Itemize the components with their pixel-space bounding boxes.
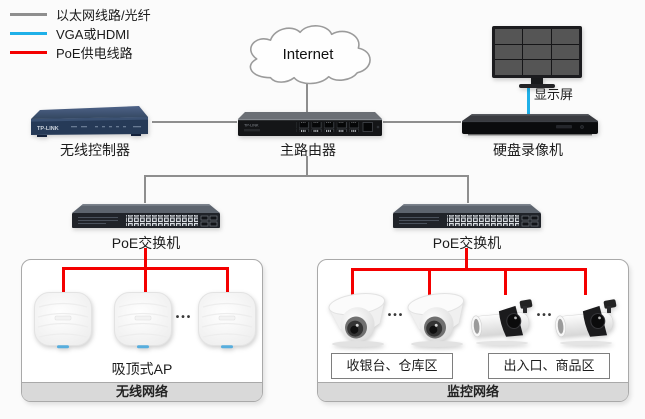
dome-camera-image: [325, 292, 395, 348]
poe-drop-ap3: [226, 267, 229, 293]
poe-switch-left-label: PoE交换机: [111, 235, 181, 251]
internet-cloud: Internet: [234, 22, 382, 88]
poe-trunk-right: [465, 248, 468, 271]
internet-label: Internet: [282, 46, 334, 63]
ceiling-ap-image: [33, 291, 93, 351]
link-bus-switch-right: [467, 175, 469, 203]
legend-item-ethernet: 以太网线路/光纤: [10, 7, 151, 23]
wireless-controller-image: TP-LINK: [27, 105, 155, 139]
ceiling-ap-image: [113, 291, 173, 351]
poe-drop-bullet1: [504, 268, 507, 295]
cloud-icon: [249, 25, 371, 85]
link-display-nvr: [527, 86, 530, 116]
more-aps-ellipsis: •••: [175, 312, 193, 323]
vga-hdmi-line-swatch: [10, 32, 47, 35]
surveillance-zone-bar: 监控网络: [318, 382, 628, 401]
ethernet-line-swatch: [10, 13, 47, 16]
more-bullet-cameras-ellipsis: •••: [536, 310, 554, 321]
legend-label: 以太网线路/光纤: [56, 8, 151, 23]
legend-item-vga-hdmi: VGA或HDMI: [10, 26, 151, 42]
bullet-camera-image: [470, 298, 536, 346]
poe-drop-dome1: [351, 268, 354, 295]
ceiling-ap-label: 吸顶式AP: [111, 361, 173, 377]
legend-label: PoE供电线路: [56, 46, 133, 61]
dome-camera-image: [404, 292, 474, 348]
main-router-image: TP-LINK: [236, 109, 384, 139]
bullet-area-label-box: 出入口、商品区: [488, 353, 610, 379]
link-bus-switch-left: [144, 175, 146, 203]
legend: 以太网线路/光纤 VGA或HDMI PoE供电线路: [10, 7, 151, 61]
poe-trunk-left: [144, 248, 147, 292]
nvr-label: 硬盘录像机: [493, 142, 563, 158]
poe-switch-right-image: [389, 201, 545, 231]
link-controller-router: [152, 121, 237, 123]
wireless-controller-label: 无线控制器: [60, 142, 130, 158]
poe-drop-ap1: [62, 267, 65, 293]
link-internet-router: [306, 80, 308, 113]
ceiling-ap-image: [197, 291, 257, 351]
poe-switch-right-label: PoE交换机: [432, 235, 502, 251]
poe-bus-left: [62, 267, 229, 270]
display-monitor-image: [492, 26, 582, 88]
dome-area-label-box: 收银台、仓库区: [331, 353, 453, 379]
legend-item-poe: PoE供电线路: [10, 45, 151, 61]
poe-drop-bullet2: [584, 268, 587, 295]
wireless-zone-bar: 无线网络: [22, 382, 262, 401]
bullet-camera-image: [554, 298, 620, 346]
poe-bus-right: [351, 268, 587, 271]
link-router-nvr: [383, 121, 461, 123]
nvr-image: [460, 112, 600, 138]
display-monitor-label: 显示屏: [534, 87, 574, 102]
surveillance-grid-screen: [492, 26, 582, 78]
legend-label: VGA或HDMI: [56, 27, 130, 42]
poe-line-swatch: [10, 51, 47, 54]
link-router-downlink: [306, 156, 308, 177]
main-router-label: 主路由器: [280, 142, 336, 158]
link-switch-bus: [144, 175, 469, 177]
more-dome-cameras-ellipsis: •••: [387, 310, 405, 321]
brand-text: TP-LINK: [37, 126, 59, 132]
svg-text:TP-LINK: TP-LINK: [244, 124, 259, 128]
poe-drop-dome2: [428, 268, 431, 295]
poe-switch-left-image: [68, 201, 224, 231]
